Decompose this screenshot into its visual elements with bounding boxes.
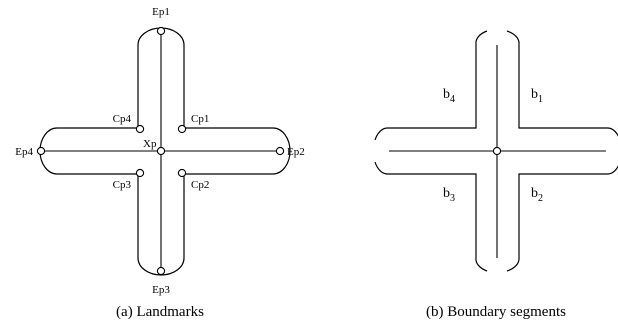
boundary-segment-b2 <box>506 165 618 272</box>
ep2-point <box>275 146 285 156</box>
b4-label: b4 <box>443 87 455 105</box>
ep1-label: Ep1 <box>152 6 170 18</box>
cp4-label: Cp4 <box>113 113 132 125</box>
b2-label: b2 <box>531 186 543 204</box>
boundary-segment-b1 <box>506 30 618 137</box>
cp2-label: Cp2 <box>191 179 209 191</box>
caption-a: (a) Landmarks <box>116 304 204 320</box>
ep4-label: Ep4 <box>15 146 33 158</box>
b3-label: b3 <box>443 186 455 204</box>
caption-b: (b) Boundary segments <box>426 304 566 320</box>
cp4-point <box>135 124 145 134</box>
panel-a-landmarks: Ep1 Ep2 Ep3 Ep4 Cp1 Cp2 Cp3 Cp4 Xp (a) L… <box>15 6 304 320</box>
cp1-label: Cp1 <box>191 113 209 125</box>
b1-label: b1 <box>531 87 543 105</box>
ep1-point <box>156 26 166 36</box>
ep3-label: Ep3 <box>152 284 170 296</box>
cp2-point <box>177 168 187 178</box>
xp-point <box>156 146 166 156</box>
cp3-point <box>135 168 145 178</box>
center-point <box>492 146 502 156</box>
cp1-point <box>177 124 187 134</box>
boundary-segment-b4 <box>374 30 488 141</box>
ep3-point <box>156 266 166 276</box>
ep4-point <box>36 146 46 156</box>
boundary-segment-b3 <box>374 161 488 272</box>
panel-b-boundary-segments: b1 b2 b3 b4 (b) Boundary segments <box>374 30 618 320</box>
ep2-label: Ep2 <box>287 146 305 158</box>
cp3-label: Cp3 <box>113 179 132 191</box>
xp-label: Xp <box>143 138 157 150</box>
